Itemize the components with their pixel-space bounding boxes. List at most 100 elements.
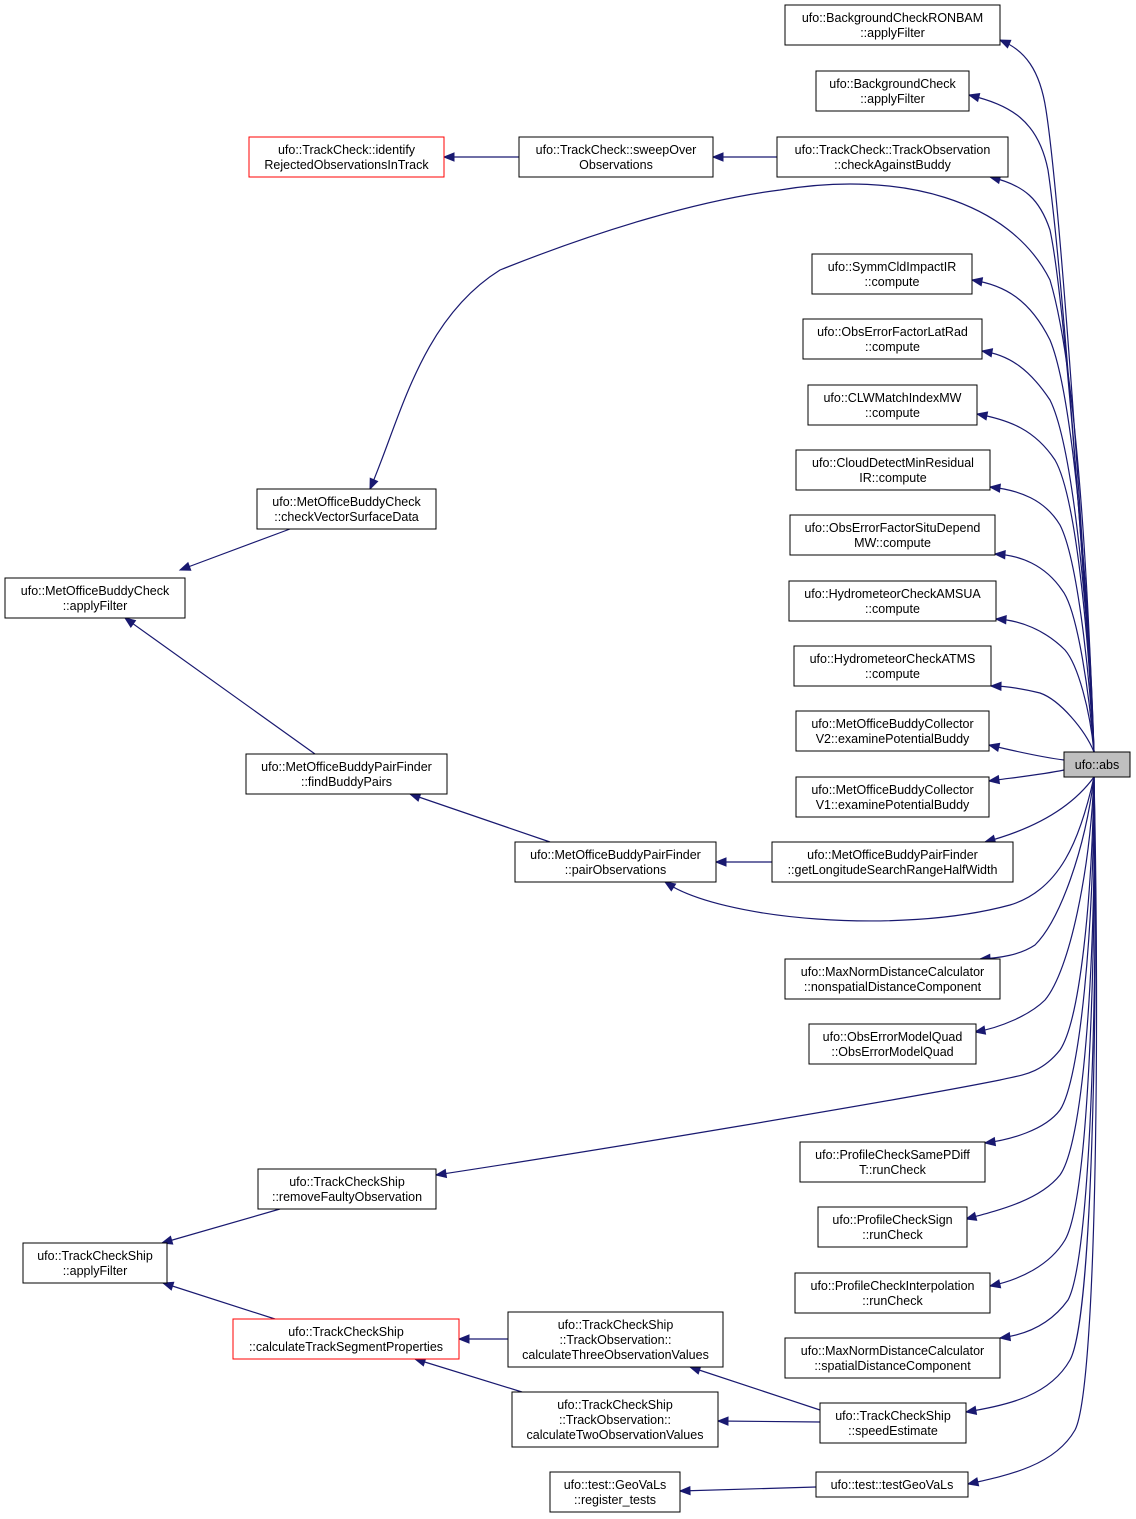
arrowhead — [457, 1334, 470, 1344]
node-pc-sign[interactable]: ufo::ProfileCheckSign::runCheck — [817, 1206, 968, 1248]
node-test-geovals[interactable]: ufo::test::testGeoVaLs — [815, 1471, 969, 1498]
node-tc-identify[interactable]: ufo::TrackCheck::identifyRejectedObserva… — [248, 136, 445, 178]
node-maxnorm-ns[interactable]: ufo::MaxNormDistanceCalculator::nonspati… — [784, 958, 1001, 1000]
nodes-layer: ufo::abs ufo::BackgroundCheckRONBAM::appl… — [4, 4, 1131, 1513]
arrowhead — [663, 881, 677, 892]
node-label-line: ::applyFilter — [63, 1264, 128, 1278]
edge-tcs_speed-to-tcs_two — [716, 1416, 821, 1426]
edge-mobpf_lon-to-mobpf_pair — [714, 857, 772, 867]
node-box — [793, 645, 992, 687]
node-box — [807, 384, 978, 426]
arrowhead — [964, 1405, 978, 1415]
node-mobc-apply[interactable]: ufo::MetOfficeBuddyCheck::applyFilter — [4, 577, 186, 619]
edge-line — [435, 776, 1095, 1176]
node-root[interactable]: ufo::abs — [1063, 751, 1131, 778]
node-symm[interactable]: ufo::SymmCldImpactIR::compute — [811, 253, 973, 295]
node-tcs-three[interactable]: ufo::TrackCheckShip::TrackObservation::c… — [507, 1311, 724, 1368]
node-tcs-apply[interactable]: ufo::TrackCheckShip::applyFilter — [22, 1242, 168, 1284]
edge-line — [984, 776, 1095, 1144]
node-label-line: ufo::TrackCheckShip — [289, 1175, 405, 1189]
node-hydro-amsua[interactable]: ufo::HydrometeorCheckAMSUA::compute — [788, 580, 997, 622]
edge-line — [161, 1208, 281, 1244]
node-tcs-two[interactable]: ufo::TrackCheckShip::TrackObservation::c… — [511, 1391, 719, 1448]
edge-tcs_three-to-tcs_calcseg — [457, 1334, 508, 1344]
node-mobc-v1[interactable]: ufo::MetOfficeBuddyCollectorV1::examineP… — [795, 776, 990, 818]
arrowhead — [989, 681, 1002, 691]
arrowhead — [161, 1281, 175, 1291]
arrowhead — [369, 477, 379, 491]
node-hydro-atms[interactable]: ufo::HydrometeorCheckATMS::compute — [793, 645, 992, 687]
node-maxnorm-sp[interactable]: ufo::MaxNormDistanceCalculator::spatialD… — [784, 1337, 1001, 1379]
node-tcs-calcseg[interactable]: ufo::TrackCheckShip::calculateTrackSegme… — [232, 1318, 460, 1360]
edge-line — [989, 776, 1095, 1287]
node-box — [784, 1337, 1001, 1379]
node-label-line: ufo::HydrometeorCheckATMS — [810, 652, 976, 666]
node-label-line: IR::compute — [859, 471, 926, 485]
edge-line — [965, 776, 1096, 1413]
arrowhead — [678, 1485, 691, 1496]
node-mobc-v2[interactable]: ufo::MetOfficeBuddyCollectorV2::examineP… — [795, 710, 990, 752]
edge-mobpf_pair-to-mobpf_find — [408, 792, 551, 843]
edge-line — [979, 776, 1095, 960]
node-box — [808, 1023, 977, 1065]
edge-line — [414, 1358, 523, 1393]
edge-root-to-tcs_remove — [434, 776, 1095, 1179]
node-test-register[interactable]: ufo::test::GeoVaLs::register_tests — [549, 1471, 681, 1513]
arrowhead — [711, 152, 724, 162]
node-mobpf-find[interactable]: ufo::MetOfficeBuddyPairFinder::findBuddy… — [245, 753, 448, 795]
node-label-line: ::calculateTrackSegmentProperties — [249, 1340, 443, 1354]
node-pc-interp[interactable]: ufo::ProfileCheckInterpolation::runCheck — [794, 1272, 991, 1314]
edge-line — [999, 776, 1096, 1339]
node-label-line: ufo::ProfileCheckSamePDiff — [815, 1148, 970, 1162]
node-box — [819, 1402, 967, 1444]
node-label-line: ufo::ObsErrorModelQuad — [823, 1030, 963, 1044]
node-label-line: ::checkAgainstBuddy — [834, 158, 951, 172]
node-bg-ronbam[interactable]: ufo::BackgroundCheckRONBAM::applyFilter — [784, 4, 1001, 46]
node-mobc-vector[interactable]: ufo::MetOfficeBuddyCheck::checkVectorSur… — [256, 488, 437, 530]
edge-root-to-hydro_amsua — [994, 615, 1095, 753]
node-oef-latrad[interactable]: ufo::ObsErrorFactorLatRad::compute — [802, 318, 983, 360]
node-label-line: ufo::TrackCheckShip — [835, 1409, 951, 1423]
node-oem-quad[interactable]: ufo::ObsErrorModelQuad::ObsErrorModelQua… — [808, 1023, 977, 1065]
node-tcs-speed[interactable]: ufo::TrackCheckShip::speedEstimate — [819, 1402, 967, 1444]
node-label-line: ufo::MetOfficeBuddyCheck — [272, 495, 421, 509]
node-mobpf-pair[interactable]: ufo::MetOfficeBuddyPairFinder::pairObser… — [514, 841, 717, 883]
node-label-line: ::compute — [865, 602, 920, 616]
node-bg-check[interactable]: ufo::BackgroundCheck::applyFilter — [815, 70, 970, 112]
edge-line — [976, 413, 1095, 753]
node-label-line: ::runCheck — [862, 1228, 923, 1242]
node-label-line: ::compute — [865, 340, 920, 354]
node-box — [795, 449, 991, 491]
arrowhead — [966, 1477, 980, 1487]
node-box — [817, 1206, 968, 1248]
edge-line — [965, 776, 1095, 1220]
node-clw[interactable]: ufo::CLWMatchIndexMW::compute — [807, 384, 978, 426]
arrowhead — [983, 1136, 997, 1147]
node-mobpf-lon[interactable]: ufo::MetOfficeBuddyPairFinder::getLongit… — [771, 841, 1014, 883]
edge-line — [994, 553, 1095, 753]
node-label-line: ufo::BackgroundCheck — [829, 77, 956, 91]
node-label-line: ufo::MetOfficeBuddyPairFinder — [261, 760, 432, 774]
arrowhead — [970, 277, 984, 287]
node-label-line: ufo::abs — [1075, 758, 1119, 772]
arrowhead — [987, 742, 1001, 753]
node-label-line: ufo::ProfileCheckSign — [832, 1213, 952, 1227]
node-label-line: ufo::SymmCldImpactIR — [828, 260, 957, 274]
node-label-line: ::ObsErrorModelQuad — [831, 1045, 953, 1059]
node-label-line: ::removeFaultyObservation — [272, 1190, 422, 1204]
node-label-line: ::speedEstimate — [848, 1424, 938, 1438]
arrowhead — [714, 857, 727, 867]
node-tcs-remove[interactable]: ufo::TrackCheckShip::removeFaultyObserva… — [257, 1168, 437, 1210]
node-box — [245, 753, 448, 795]
node-label-line: T::runCheck — [859, 1163, 926, 1177]
node-label-line: ufo::TrackCheck::identify — [278, 143, 416, 157]
node-tc-buddy[interactable]: ufo::TrackCheck::TrackObservation::check… — [776, 136, 1009, 178]
node-box — [248, 136, 445, 178]
edge-line — [717, 1420, 821, 1423]
edge-root-to-mobpf_pair — [663, 776, 1095, 922]
